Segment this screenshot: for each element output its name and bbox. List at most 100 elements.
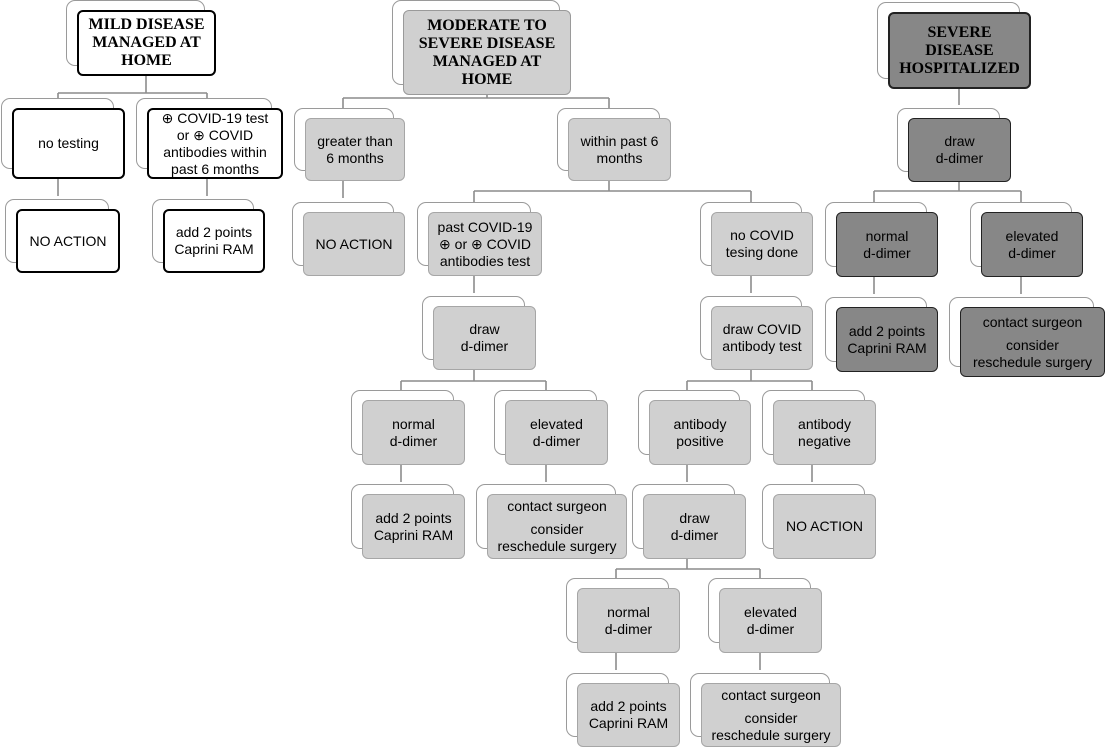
- moderate-neg-no-action-text-line: NO ACTION: [785, 518, 863, 534]
- severe-normal-text-line: normal: [865, 227, 909, 244]
- mild-no-testing-text-line: no testing: [38, 135, 99, 151]
- moderate-contact-a-text-line: reschedule surgery: [497, 538, 617, 554]
- moderate-antibody-pos-text-line: positive: [676, 432, 724, 449]
- moderate-elevated-a-text-line: d-dimer: [532, 432, 581, 449]
- moderate-draw-antibody-text-line: antibody test: [722, 338, 802, 354]
- moderate-normal-b-text-line: d-dimer: [604, 620, 653, 637]
- severe-contact-text-line: reschedule surgery: [972, 353, 1093, 370]
- mild-add-points-text-line: Caprini RAM: [174, 241, 254, 257]
- moderate-draw-ddimer-b-text-line: d-dimer: [670, 526, 719, 543]
- moderate-greater-6-text-line: greater than: [317, 132, 393, 149]
- moderate-draw-ddimer-b-text-line: draw: [679, 509, 710, 526]
- severe-header-text-line: DISEASE: [925, 41, 994, 59]
- moderate-within-6-text-line: months: [596, 149, 643, 166]
- severe-draw-ddimer-text-line: d-dimer: [935, 150, 984, 166]
- severe-add-points-text-line: add 2 points: [848, 322, 926, 339]
- moderate-antibody-pos-text-line: antibody: [673, 415, 727, 432]
- moderate-draw-antibody-text-line: draw COVID: [722, 321, 802, 337]
- moderate-contact-b-text-line: consider: [744, 709, 798, 726]
- moderate-elevated-a-text-line: elevated: [530, 415, 583, 432]
- moderate-greater-6-text-line: 6 months: [326, 149, 384, 166]
- moderate-add-points-b-text-line: Caprini RAM: [588, 715, 669, 731]
- severe-add-points-text-line: Caprini RAM: [847, 339, 927, 356]
- moderate-antibody-neg-text-line: antibody: [798, 415, 851, 432]
- moderate-header-text-line: HOME: [461, 70, 513, 88]
- mild-positive-test-text-line: past 6 months: [171, 160, 259, 177]
- moderate-greater-no-action: NO ACTION: [303, 212, 405, 276]
- mild-positive-test-text-line: or ⊕ COVID: [176, 126, 254, 143]
- moderate-elevated-b-text-line: elevated: [744, 603, 797, 620]
- severe-contact-text-line: consider: [1006, 336, 1059, 353]
- severe-header-text-line: SEVERE: [927, 23, 992, 41]
- mild-no-action-text-line: NO ACTION: [29, 232, 107, 249]
- severe-draw-ddimer-text-line: draw: [944, 133, 975, 149]
- mild-positive-test-text-line: ⊕ COVID-19 test: [161, 109, 269, 126]
- moderate-antibody-neg-text-line: negative: [798, 432, 851, 449]
- moderate-header-text-line: MODERATE TO: [427, 16, 547, 34]
- moderate-draw-ddimer-a-text-line: draw: [469, 321, 500, 337]
- moderate-header-text-line: SEVERE DISEASE: [418, 34, 556, 52]
- severe-header-text-line: HOSPITALIZED: [899, 59, 1020, 77]
- moderate-contact-a-text-line: contact surgeon: [507, 498, 607, 514]
- mild-add-points-text-line: add 2 points: [175, 224, 253, 240]
- severe-normal-text-line: d-dimer: [863, 244, 911, 261]
- severe-elevated-text-line: d-dimer: [1008, 244, 1056, 261]
- mild-header-text-line: MILD DISEASE: [88, 16, 205, 33]
- moderate-normal-a-text-line: d-dimer: [389, 432, 438, 449]
- moderate-greater-no-action-text-line: NO ACTION: [315, 235, 393, 252]
- moderate-within-6-text-line: within past 6: [580, 132, 659, 149]
- mild-no-action: NO ACTION: [16, 209, 120, 273]
- moderate-past-positive-text-line: ⊕ or ⊕ COVID: [439, 235, 531, 252]
- mild-positive-test-text-line: antibodies within: [163, 143, 267, 160]
- moderate-contact-b-text-line: contact surgeon: [721, 686, 821, 703]
- moderate-draw-ddimer-a-text-line: d-dimer: [460, 338, 509, 354]
- severe-elevated-text-line: elevated: [1005, 227, 1059, 244]
- mild-header-text-line: MANAGED AT: [92, 34, 201, 51]
- moderate-contact-a-text-line: consider: [530, 521, 584, 537]
- moderate-past-positive-text-line: past COVID-19: [437, 218, 533, 235]
- moderate-neg-no-action: NO ACTION: [773, 494, 876, 559]
- moderate-add-points-b-text-line: add 2 points: [590, 698, 667, 714]
- moderate-normal-b-text-line: normal: [607, 603, 650, 620]
- mild-header-text-line: HOME: [121, 52, 172, 69]
- moderate-normal-a-text-line: normal: [392, 415, 435, 432]
- moderate-past-positive-text-line: antibodies test: [439, 252, 531, 269]
- severe-contact-text-line: contact surgeon: [982, 313, 1083, 330]
- moderate-contact-b-text-line: reschedule surgery: [711, 726, 831, 743]
- moderate-no-testing-done-text-line: no COVID: [730, 227, 794, 243]
- moderate-add-points-a-text-line: add 2 points: [375, 509, 452, 526]
- mild-no-testing: no testing: [12, 108, 125, 179]
- moderate-add-points-a-text-line: Caprini RAM: [373, 526, 454, 543]
- moderate-no-testing-done-text-line: tesing done: [725, 244, 799, 260]
- moderate-header-text-line: MANAGED AT: [432, 52, 542, 70]
- moderate-elevated-b-text-line: d-dimer: [746, 620, 795, 637]
